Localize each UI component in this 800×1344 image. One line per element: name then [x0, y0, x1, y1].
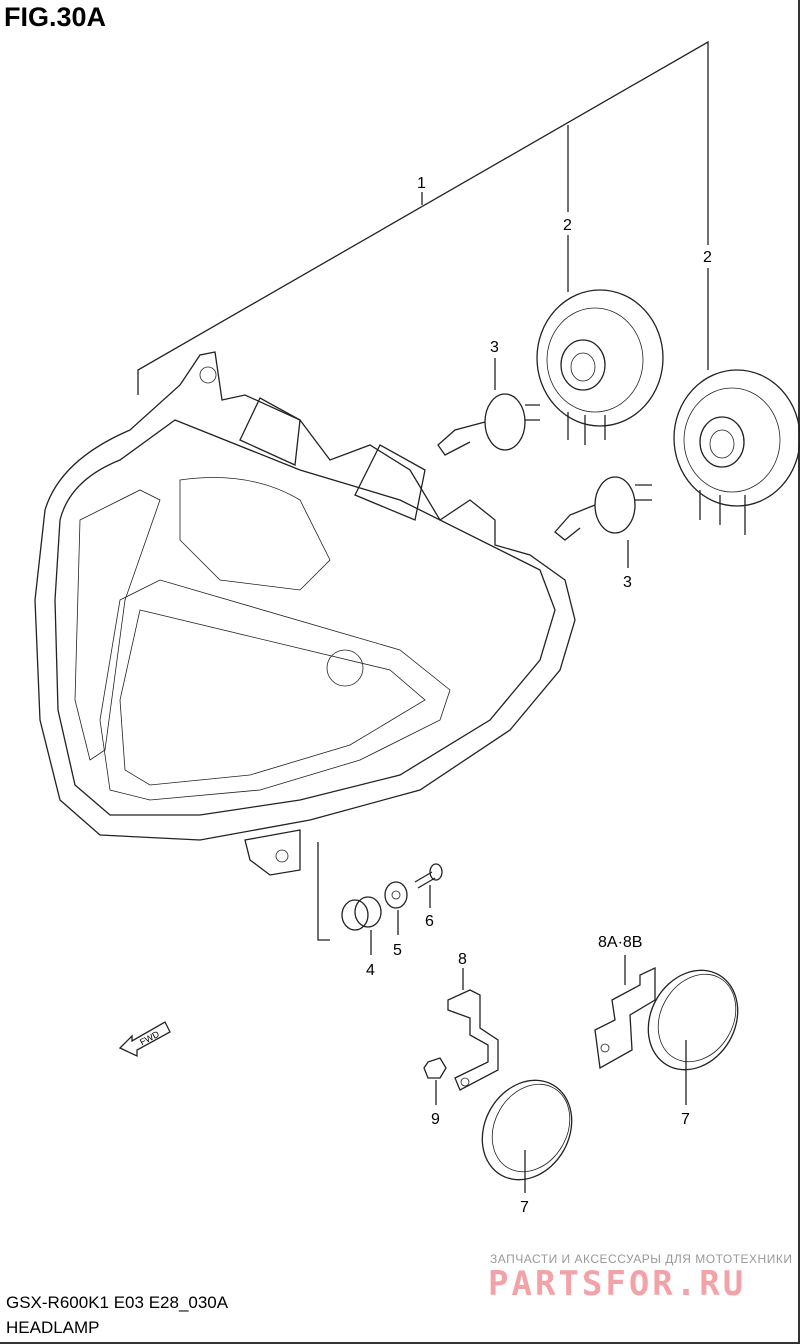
callout-5: 5: [393, 942, 402, 959]
grommet: [341, 896, 382, 931]
fwd-arrow-icon: FWD: [118, 1021, 171, 1058]
callout-3-upper: 3: [490, 339, 499, 356]
callout-3-lower: 3: [623, 574, 632, 591]
callout-7-upper: 7: [681, 1111, 690, 1128]
fwd-label: FWD: [138, 1029, 161, 1048]
bracket: [447, 989, 499, 1091]
section-title: HEADLAMP: [6, 1318, 100, 1337]
callout-9: 9: [431, 1111, 440, 1128]
reflector-bracket: [594, 966, 656, 1070]
leader-lines: [137, 40, 709, 1193]
headlamp-assembly: [34, 351, 576, 876]
reflector-upper: [647, 969, 739, 1071]
figure-label: FIG.30A: [4, 2, 107, 32]
dust-cover-lower: [673, 369, 800, 535]
bulb-lower: [554, 476, 652, 541]
callout-1: 1: [417, 175, 426, 192]
callout-6: 6: [425, 913, 434, 930]
callout-4: 4: [366, 962, 375, 979]
nut: [423, 1057, 447, 1079]
callout-8a-8b: 8A·8B: [598, 934, 642, 951]
screw: [414, 863, 443, 889]
callout-numbers: 1 2 2 3 3 4 5 6 8 8A·8B 9 7 7: [366, 175, 712, 1216]
callout-8: 8: [458, 951, 467, 968]
dust-cover-upper: [536, 289, 664, 445]
callout-2-lower: 2: [703, 249, 712, 266]
bulb-upper: [437, 393, 540, 456]
watermark-tagline: ЗАПЧАСТИ И АКСЕССУАРЫ ДЛЯ МОТОТЕХНИКИ: [490, 1252, 793, 1266]
callout-2-upper: 2: [563, 217, 572, 234]
watermark-brand: PARTSFOR.RU: [488, 1264, 747, 1304]
model-code: GSX-R600K1 E03 E28_030A: [6, 1293, 229, 1312]
reflector-lower: [481, 1079, 573, 1181]
washer: [384, 881, 408, 909]
callout-7-lower: 7: [520, 1199, 529, 1216]
